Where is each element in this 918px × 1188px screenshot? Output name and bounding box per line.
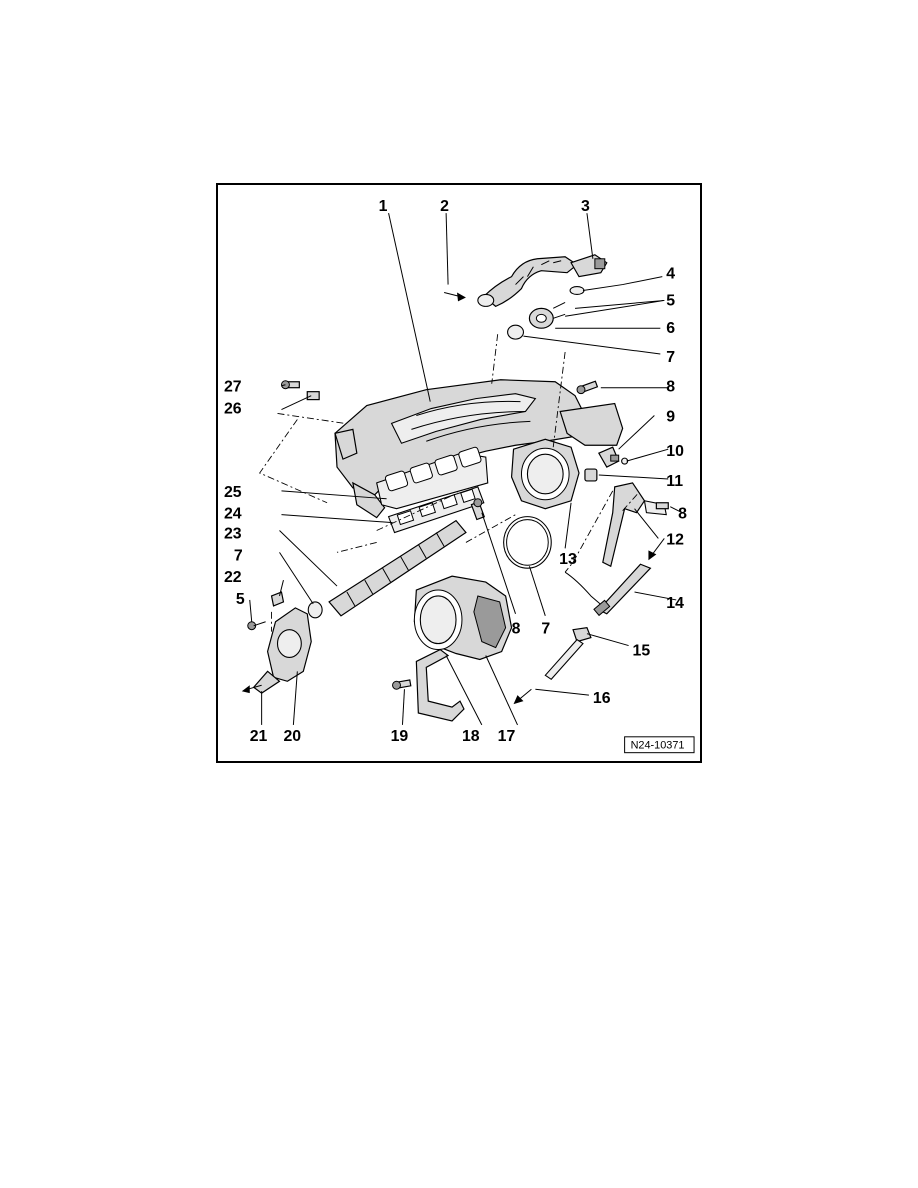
vacuum-line-part-14 — [564, 563, 652, 617]
callout-25: 25 — [224, 484, 242, 501]
callout-23: 23 — [224, 525, 242, 542]
callout-26: 26 — [224, 400, 242, 417]
flow-arrows — [241, 292, 665, 705]
bolt-part-8-middle — [470, 498, 486, 521]
callout-7-left: 7 — [234, 547, 243, 564]
callout-7-lower: 7 — [541, 621, 550, 638]
callout-6: 6 — [666, 320, 675, 337]
bolt-part-5-left — [247, 621, 266, 631]
seal-ring-part-7 — [503, 516, 552, 569]
callout-24: 24 — [224, 506, 242, 523]
callout-8-middle: 8 — [512, 621, 521, 638]
o-ring-part-4 — [569, 286, 585, 296]
sensor-part-11 — [584, 468, 598, 482]
bolt-part-26 — [306, 391, 320, 401]
breather-hose-part — [477, 256, 579, 308]
callout-5-right: 5 — [666, 292, 675, 309]
callout-labels: 1 2 3 4 5 6 7 8 9 10 11 8 12 13 14 15 16… — [224, 198, 687, 745]
pipe-part-23 — [328, 519, 467, 617]
gasket-part-24 — [387, 486, 485, 534]
throttle-body-part-17 — [413, 575, 513, 661]
callout-27: 27 — [224, 379, 242, 396]
callout-17: 17 — [498, 728, 516, 745]
bolt-part-27 — [280, 380, 300, 390]
callout-8-upper: 8 — [666, 379, 675, 396]
callout-7-upper: 7 — [666, 349, 675, 366]
callout-16: 16 — [593, 690, 611, 707]
o-ring-part-7-left — [307, 601, 323, 619]
reference-code-label: N24-10371 — [631, 740, 685, 752]
callout-22: 22 — [224, 569, 242, 586]
seal-part-7-upper — [507, 324, 525, 340]
callout-8-right: 8 — [678, 506, 687, 523]
callout-18: 18 — [462, 728, 480, 745]
clip-part-22 — [270, 591, 285, 607]
leader-lines — [249, 213, 683, 726]
manifold-flange-part — [510, 438, 580, 510]
callout-21: 21 — [250, 728, 268, 745]
exploded-parts-diagram: 1 2 3 4 5 6 7 8 9 10 11 8 12 13 14 15 16… — [216, 183, 702, 763]
intake-manifold-part — [334, 379, 624, 519]
callout-3: 3 — [581, 198, 590, 215]
bracket-part-18 — [415, 648, 465, 722]
sleeve-part-15 — [544, 627, 592, 681]
callout-13: 13 — [559, 551, 577, 568]
callout-20: 20 — [283, 728, 301, 745]
valve-assembly-part-20 — [252, 607, 312, 694]
callout-2: 2 — [440, 198, 449, 215]
sensor-part-9 — [597, 446, 629, 468]
callout-14: 14 — [666, 595, 684, 612]
callout-9: 9 — [666, 408, 675, 425]
bracket-part-12 — [602, 482, 667, 568]
callout-11: 11 — [666, 473, 683, 490]
valve-part-6 — [528, 301, 566, 329]
bolt-part-19 — [392, 679, 412, 690]
connector-part-3 — [570, 254, 608, 278]
callout-12: 12 — [666, 531, 684, 548]
bolt-part-8-right — [655, 502, 669, 510]
bolt-part-8-top — [576, 380, 599, 395]
callout-5-left: 5 — [236, 591, 245, 608]
reference-code-box: N24-10371 — [624, 736, 695, 754]
callout-15: 15 — [633, 642, 651, 659]
callout-1: 1 — [379, 198, 388, 215]
callout-4: 4 — [666, 266, 675, 283]
callout-19: 19 — [391, 728, 409, 745]
diagram-canvas: 1 2 3 4 5 6 7 8 9 10 11 8 12 13 14 15 16… — [224, 198, 695, 754]
callout-10: 10 — [666, 443, 684, 460]
